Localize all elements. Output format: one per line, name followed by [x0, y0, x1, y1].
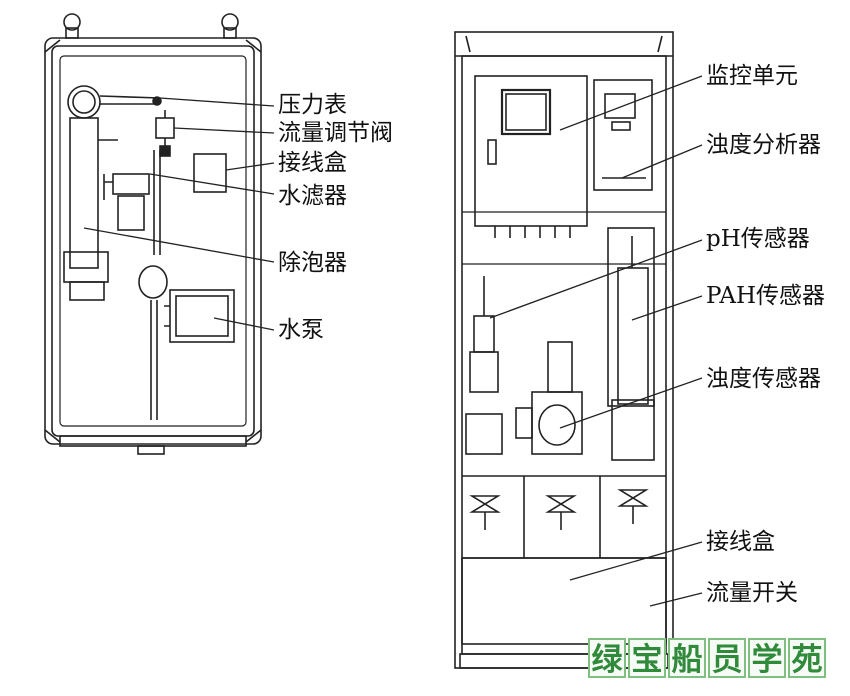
valve-section-drawing	[462, 475, 666, 559]
sight-glass-drawing	[138, 265, 168, 299]
watermark-char: 苑	[788, 638, 826, 678]
label-pah-sensor: PAH传感器	[706, 283, 826, 309]
label-monitor-unit: 监控单元	[706, 63, 798, 89]
flow-valve-drawing	[155, 110, 175, 157]
pah-sensor-drawing	[607, 227, 655, 461]
watermark-char: 学	[748, 638, 786, 678]
turbidity-sensor-drawing	[515, 341, 583, 455]
defoamer-drawing	[63, 117, 118, 301]
junction-box-drawing	[193, 153, 227, 193]
left-cabinet	[44, 13, 262, 455]
watermark-char: 员	[708, 638, 746, 678]
monitor-unit-drawing	[474, 75, 588, 238]
label-water-filter: 水滤器	[278, 183, 347, 209]
label-turbidity-sensor: 浊度传感器	[706, 366, 821, 392]
ph-sensor-drawing	[465, 276, 503, 455]
water-filter-drawing	[103, 173, 150, 231]
label-defoamer: 除泡器	[278, 250, 347, 276]
label-water-pump: 水泵	[278, 317, 324, 343]
turbidity-analyzer-drawing	[593, 79, 653, 191]
label-junction-box-right: 接线盒	[706, 529, 775, 555]
bottom-junction-box-drawing	[461, 557, 667, 645]
right-cabinet	[454, 31, 674, 669]
label-flow-switch: 流量开关	[706, 580, 798, 606]
pressure-gauge-drawing	[67, 85, 162, 119]
label-junction-box-left: 接线盒	[278, 150, 347, 176]
label-turbidity-analyzer: 浊度分析器	[706, 132, 821, 158]
watermark-char: 船	[668, 638, 706, 678]
watermark-char: 宝	[628, 638, 666, 678]
label-flow-valve: 流量调节阀	[278, 120, 393, 146]
main-pipe-drawing	[150, 150, 161, 420]
watermark-char: 绿	[588, 638, 626, 678]
label-pressure-gauge: 压力表	[278, 92, 347, 118]
leader-lines	[83, 75, 703, 607]
water-pump-drawing	[164, 289, 235, 343]
label-ph-sensor: pH传感器	[706, 226, 810, 252]
